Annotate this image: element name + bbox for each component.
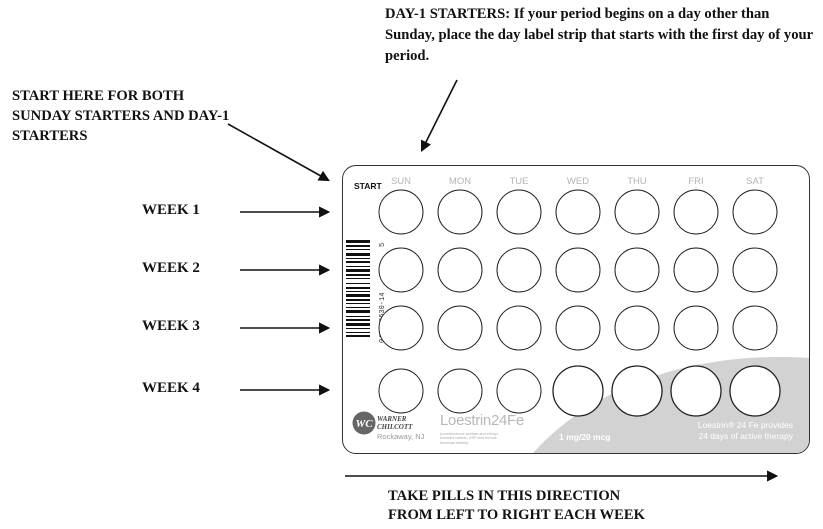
day-label-thu: THU: [627, 176, 647, 187]
pill-week3-day7-active: [732, 305, 778, 351]
pill-week1-day2-active: [437, 189, 483, 235]
day-label-mon: MON: [448, 176, 472, 187]
day-label-tue: TUE: [509, 176, 529, 187]
direction-note: TAKE PILLS IN THIS DIRECTION FROM LEFT T…: [388, 487, 645, 525]
day-label-sun: SUN: [390, 176, 412, 187]
week-2-label: WEEK 2: [142, 260, 200, 276]
pill-week2-day7-active: [732, 247, 778, 293]
pill-week3-day5-active: [614, 305, 660, 351]
promo-line-1: Loestrin® 24 Fe provides: [697, 420, 793, 430]
pill-week3-day2-active: [437, 305, 483, 351]
pill-week4-day3-active: [496, 368, 542, 414]
day1-pointer-arrow: [420, 79, 458, 153]
pill-week1-day1-active: [378, 189, 424, 235]
pill-card: START SUN MON TUE WED THU FRI SAT 5 0430…: [342, 165, 810, 454]
manufacturer-logo: WC: [352, 411, 376, 435]
pill-week4-day1-active: [378, 368, 424, 414]
pill-week1-day4-active: [555, 189, 601, 235]
promo-line-2: 24 days of active therapy: [698, 430, 793, 441]
pill-week4-day6-inactive: [670, 365, 722, 417]
pill-week3-day6-active: [673, 305, 719, 351]
pill-week4-day5-inactive: [611, 365, 663, 417]
day-label-wed: WED: [566, 176, 590, 187]
pill-grid: [378, 189, 781, 417]
pill-week1-day5-active: [614, 189, 660, 235]
start-word: START: [354, 181, 382, 191]
week-1-label: WEEK 1: [142, 202, 200, 218]
dose-label: 1 mg/20 mcg: [559, 432, 611, 442]
pill-week3-day3-active: [496, 305, 542, 351]
brand-fine-print: (norethindrone acetate and ethinyl estra…: [440, 432, 498, 445]
week-3-label: WEEK 3: [142, 318, 200, 334]
pill-week2-day2-active: [437, 247, 483, 293]
direction-note-line-1: TAKE PILLS IN THIS DIRECTION: [388, 488, 621, 504]
pill-week3-day1-active: [378, 305, 424, 351]
pill-week4-day2-active: [437, 368, 483, 414]
start-here-note: START HERE FOR BOTH SUNDAY STARTERS AND …: [12, 88, 230, 144]
pill-week2-day6-active: [673, 247, 719, 293]
pill-week2-day3-active: [496, 247, 542, 293]
manufacturer-name-line-1: WARNER: [377, 415, 407, 423]
pill-week2-day5-active: [614, 247, 660, 293]
side-mark-top: 5: [379, 243, 386, 247]
brand-name: Loestrin24Fe: [440, 412, 524, 429]
pill-week1-day7-active: [732, 189, 778, 235]
promo-text: Loestrin® 24 Fe provides 24 days of acti…: [661, 420, 793, 441]
pill-week1-day3-active: [496, 189, 542, 235]
start-pointer-arrow: [227, 123, 330, 182]
pill-week2-day4-active: [555, 247, 601, 293]
pill-week2-day1-active: [378, 247, 424, 293]
day-label-sat: SAT: [746, 176, 764, 187]
manufacturer-name-line-2: CHILCOTT: [377, 423, 413, 431]
day1-starters-note: DAY-1 STARTERS: If your period begins on…: [385, 6, 813, 64]
direction-note-line-2: FROM LEFT TO RIGHT EACH WEEK: [388, 507, 645, 523]
pill-week4-day4-inactive: [552, 365, 604, 417]
barcode: [346, 240, 370, 337]
pill-week1-day6-active: [673, 189, 719, 235]
week-4-label: WEEK 4: [142, 380, 200, 396]
day-label-fri: FRI: [688, 176, 704, 187]
pill-week4-day7-inactive: [729, 365, 781, 417]
manufacturer-name: WARNER CHILCOTT: [377, 415, 412, 431]
manufacturer-location: Rockaway, NJ: [377, 432, 425, 441]
manufacturer-logo-mark: WC: [355, 418, 373, 430]
pill-week3-day4-active: [555, 305, 601, 351]
